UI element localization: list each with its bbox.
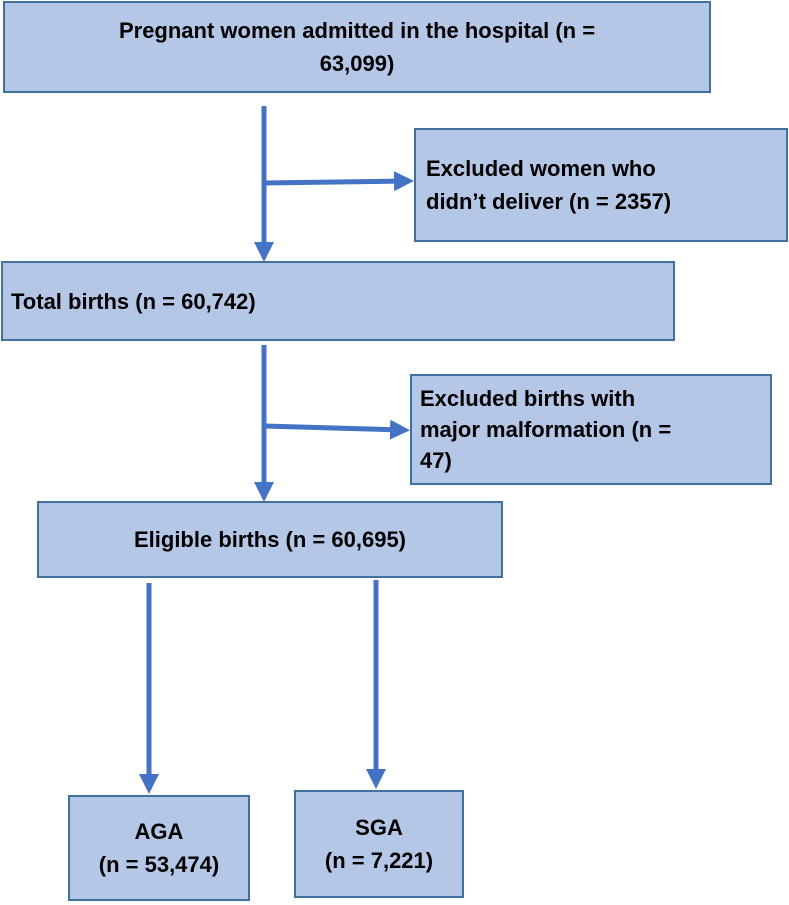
box-total-births-label: Total births (n = 60,742) (11, 288, 256, 314)
box-excluded-malformation-label: Excluded births with major malformation … (420, 386, 672, 473)
arrow-to-excluded-not-delivered (263, 171, 414, 192)
box-excluded-malformation: Excluded births with major malformation … (410, 374, 772, 485)
box-aga-label: AGA (n = 53,474) (98, 819, 220, 877)
box-excluded-not-delivered: Excluded women who didn’t deliver (n = 2… (414, 128, 788, 242)
box-eligible-births-label: Eligible births (n = 60,695) (133, 527, 407, 552)
box-admitted: Pregnant women admitted in the hospital … (3, 1, 711, 93)
box-eligible-births: Eligible births (n = 60,695) (37, 501, 503, 578)
box-sga: SGA (n = 7,221) (294, 790, 464, 898)
box-sga-label: SGA (n = 7,221) (324, 815, 434, 873)
arrow-to-excluded-malformation (263, 419, 410, 440)
box-total-births: Total births (n = 60,742) (1, 261, 675, 341)
box-admitted-label: Pregnant women admitted in the hospital … (118, 18, 596, 76)
box-excluded-not-delivered-label: Excluded women who didn’t deliver (n = 2… (426, 156, 672, 214)
box-aga: AGA (n = 53,474) (68, 795, 250, 901)
